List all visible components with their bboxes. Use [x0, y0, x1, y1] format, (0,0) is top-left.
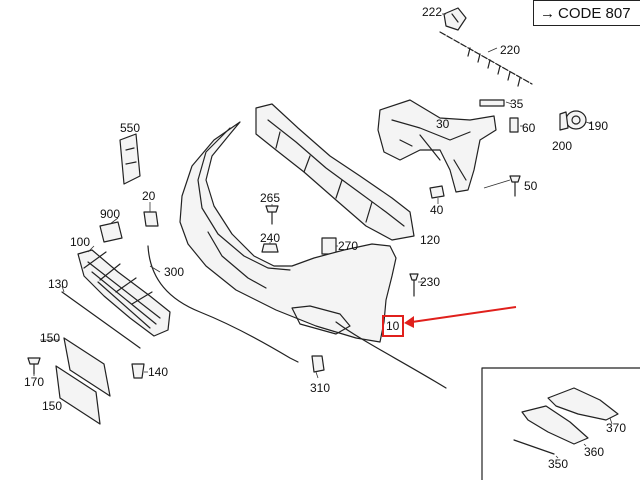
label-130: 130	[48, 277, 68, 291]
label-265: 265	[260, 191, 280, 205]
label-100: 100	[70, 235, 90, 249]
part-130-trim	[61, 291, 141, 349]
part-120-absorber	[255, 103, 415, 241]
label-170: 170	[24, 375, 44, 389]
label-40: 40	[430, 203, 444, 217]
part-265-screw	[265, 205, 279, 225]
label-230: 230	[420, 275, 440, 289]
part-lower-trim	[335, 321, 447, 389]
label-200: 200	[552, 139, 572, 153]
label-50: 50	[524, 179, 538, 193]
part-240-nut	[261, 243, 279, 253]
label-222: 222	[422, 5, 442, 19]
part-10-bumper-cover	[179, 121, 397, 343]
part-190-sensor	[559, 110, 587, 131]
label-300: 300	[164, 265, 184, 279]
part-270-pad	[321, 237, 337, 255]
label-120: 120	[420, 233, 440, 247]
label-350: 350	[548, 457, 568, 471]
label-60: 60	[522, 121, 536, 135]
label-35: 35	[510, 97, 524, 111]
label-550: 550	[120, 121, 140, 135]
label-140: 140	[148, 365, 168, 379]
part-900-holder	[99, 221, 123, 243]
inset-box	[481, 367, 640, 480]
label-270: 270	[338, 239, 358, 253]
part-310-connector	[311, 355, 325, 373]
label-30: 30	[436, 117, 450, 131]
part-50-screw	[509, 175, 521, 197]
part-20-clip	[143, 211, 159, 227]
highlight-part-10	[382, 306, 517, 337]
part-220-strip	[439, 31, 533, 87]
part-140-screw	[131, 363, 145, 379]
label-240: 240	[260, 231, 280, 245]
part-370-cover	[547, 387, 619, 421]
label-370: 370	[606, 421, 626, 435]
part-550-bracket	[119, 133, 141, 185]
label-150-lower: 150	[42, 399, 62, 413]
part-222-clip	[443, 7, 467, 31]
part-35-bracket	[479, 99, 505, 107]
highlight-arrow	[411, 306, 517, 323]
part-230-screw	[409, 273, 419, 297]
label-900: 900	[100, 207, 120, 221]
part-40-clip	[429, 185, 445, 199]
leader-lines	[33, 13, 613, 459]
highlight-arrowhead	[404, 316, 414, 328]
arrow-right-icon: →	[540, 4, 555, 22]
label-360: 360	[584, 445, 604, 459]
label-220: 220	[500, 43, 520, 57]
label-150-upper: 150	[40, 331, 60, 345]
part-360-frame	[521, 405, 589, 445]
label-310: 310	[310, 381, 330, 395]
label-190: 190	[588, 119, 608, 133]
part-150-license-bracket	[55, 337, 111, 425]
part-350-strip	[513, 439, 555, 455]
label-20: 20	[142, 189, 156, 203]
code-label: CODE 807	[558, 4, 631, 22]
part-170-screw	[27, 357, 41, 375]
part-30-bracket	[377, 99, 497, 193]
label-10: 10	[386, 319, 400, 333]
highlight-box	[382, 315, 404, 337]
part-100-grille	[77, 249, 171, 337]
part-60-clip	[509, 117, 519, 133]
part-300-wiring	[147, 245, 299, 363]
code-807-box: → CODE 807	[533, 0, 640, 26]
